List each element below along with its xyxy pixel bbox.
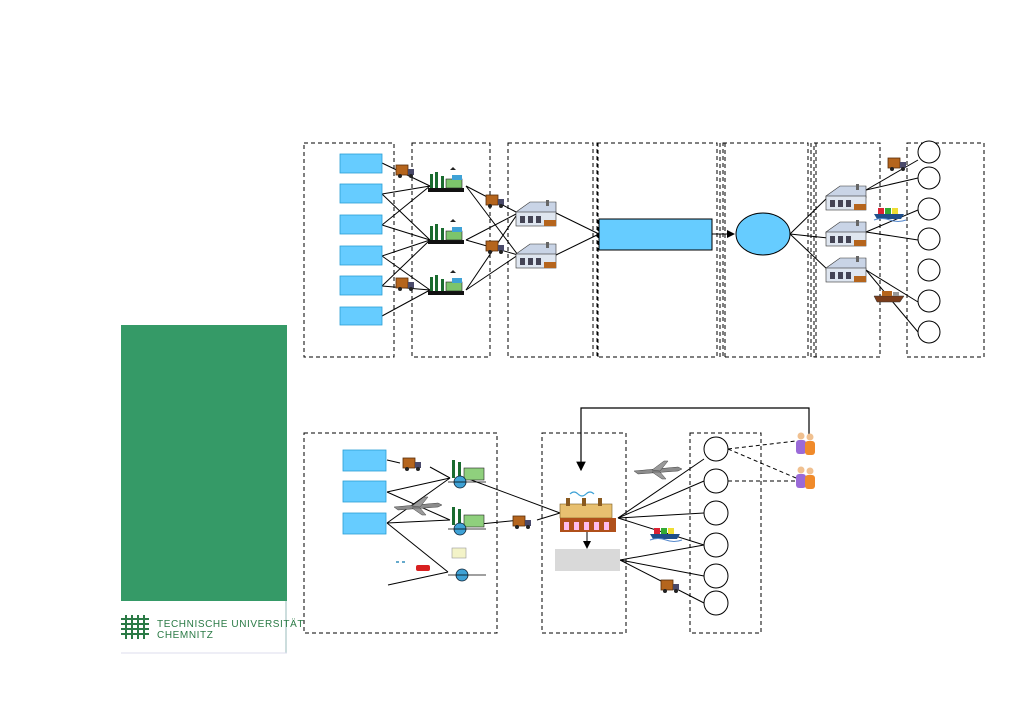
ship-icon xyxy=(873,290,905,303)
stage-suppliers xyxy=(303,142,395,358)
customer-node xyxy=(917,197,941,221)
hub-node xyxy=(735,212,791,256)
stage-process xyxy=(596,142,718,358)
green-side-panel xyxy=(121,325,287,601)
truck-icon xyxy=(887,157,907,172)
supplier-box xyxy=(339,183,383,204)
customer-node xyxy=(703,468,729,494)
container-ship-icon xyxy=(873,207,907,222)
process-box xyxy=(598,218,713,251)
truck-icon xyxy=(402,457,422,472)
stage-hub xyxy=(722,142,809,358)
customer-node xyxy=(703,436,729,462)
stage-plants xyxy=(411,142,491,358)
warehouse-icon xyxy=(515,241,557,269)
customer-node xyxy=(703,532,729,558)
customer-node xyxy=(917,227,941,251)
truck-icon xyxy=(485,240,505,255)
customer-node xyxy=(917,258,941,282)
warehouse-icon xyxy=(825,183,867,211)
stage-warehouses xyxy=(507,142,594,358)
bottom-stage-sources xyxy=(303,432,498,634)
bottom-supplier-box xyxy=(342,512,387,535)
container-ship-icon xyxy=(649,527,683,542)
factory-icon xyxy=(447,506,487,536)
supplier-box xyxy=(339,275,383,296)
bottom-supplier-box xyxy=(342,449,387,472)
logo-line-2: CHEMNITZ xyxy=(157,630,213,641)
university-logo: TECHNISCHE UNIVERSITÄT CHEMNITZ xyxy=(121,615,304,641)
people-icon xyxy=(796,432,815,455)
logo-line-1: TECHNISCHE UNIVERSITÄT xyxy=(157,618,304,630)
factory-icon xyxy=(427,166,465,193)
factory-icon xyxy=(427,269,465,296)
stage-distribution xyxy=(813,142,881,358)
bottom-supplier-box xyxy=(342,480,387,503)
warehouse-icon xyxy=(515,199,557,227)
people-icon xyxy=(796,466,815,489)
customer-node xyxy=(703,590,729,616)
customer-node xyxy=(917,140,941,164)
truck-icon xyxy=(660,579,680,594)
factory-icon xyxy=(427,218,465,245)
truck-icon xyxy=(512,515,532,530)
stage-customers xyxy=(906,142,985,358)
customer-node xyxy=(703,500,729,526)
truck-icon xyxy=(395,164,415,179)
airplane-icon xyxy=(633,460,683,480)
truck-icon xyxy=(395,277,415,292)
truck-icon xyxy=(485,194,505,209)
logo-grid-icon xyxy=(121,615,149,639)
customer-node xyxy=(917,166,941,190)
supplier-box xyxy=(339,214,383,235)
customer-node xyxy=(703,563,729,589)
small-factory-icon xyxy=(448,547,486,582)
car-icon xyxy=(396,561,430,571)
bottom-stage-factory xyxy=(541,432,627,634)
customer-node xyxy=(917,289,941,313)
customer-node xyxy=(917,320,941,344)
grey-output-box xyxy=(555,549,620,571)
supplier-box xyxy=(339,153,383,174)
warehouse-icon xyxy=(825,255,867,283)
supplier-box xyxy=(339,245,383,266)
supplier-box xyxy=(339,306,383,326)
wave-factory-icon xyxy=(559,491,616,532)
bottom-stage-customers xyxy=(689,432,762,634)
warehouse-icon xyxy=(825,219,867,247)
